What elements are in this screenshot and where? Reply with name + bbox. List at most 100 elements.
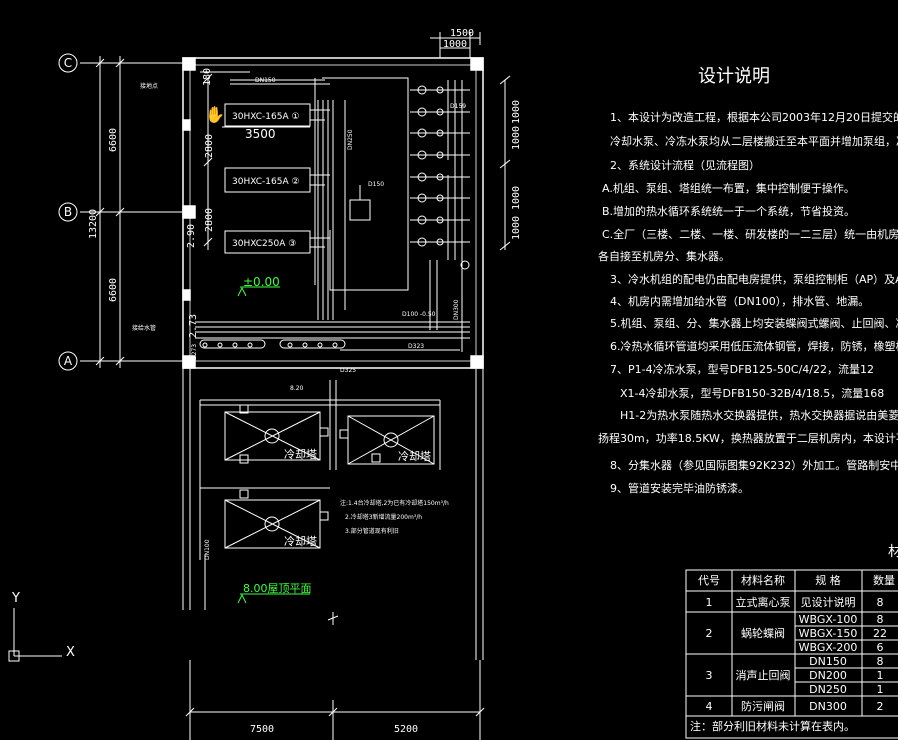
notes-lines: 1、本设计为改造工程，根据本公司2003年12月20日提交的讨论稿 冷却水泵、冷… xyxy=(598,110,898,495)
pipe-label-drain: 接地点 xyxy=(140,82,158,90)
dim-v1: 1000 xyxy=(511,100,522,124)
table-footnote: 注：部分利旧材料未计算在表内。 xyxy=(690,719,855,733)
dim-lower-bay: 6600 xyxy=(108,278,119,302)
pump-symbols xyxy=(202,85,470,348)
notes-line: 4、机房内需增加给水管（DN100），排水管、地漏。 xyxy=(610,294,869,308)
pipe-label-water: 接给水管 xyxy=(132,324,156,332)
table-cell-qty: 22 xyxy=(873,627,887,640)
materials-table-row: 1 立式离心泵 见设计说明 8 xyxy=(706,595,884,609)
materials-table-grid xyxy=(685,569,898,739)
table-cell-spec: DN200 xyxy=(809,669,847,682)
floor-level-marker xyxy=(237,286,247,297)
notes-title: 设计说明 xyxy=(698,66,770,87)
chiller-3-label: 30HXC250A ③ xyxy=(232,239,296,249)
pipe-label-dn300: DN300 xyxy=(453,299,460,320)
axis-label-c: C xyxy=(64,56,72,70)
pipe-label-dn100: DN100 xyxy=(204,539,211,560)
notes-line: H1-2为热水泵随热水交换器提供，热水交换器据说由美菱公司提供， xyxy=(620,408,898,422)
notes-line: C.全厂（三楼、二楼、一楼、研发楼的一二三层）统一由机房供应冷。热 xyxy=(602,227,898,241)
hand-cursor-icon: ✋ xyxy=(205,105,225,124)
pipe-label-820: 8.20 xyxy=(290,385,304,392)
roof-level-marker xyxy=(237,593,247,604)
table-header-cell: 规 格 xyxy=(815,573,841,587)
table-cell-name: 防污闸阀 xyxy=(741,699,785,713)
notes-line: 各自接至机房分、集水器。 xyxy=(598,249,730,263)
table-cell-code: 1 xyxy=(706,596,713,609)
right-dim-lines xyxy=(499,75,511,251)
dim-room-h2: 2800 xyxy=(204,208,215,232)
table-cell-spec: DN150 xyxy=(809,655,847,668)
notes-line: 1、本设计为改造工程，根据本公司2003年12月20日提交的讨论稿 xyxy=(610,110,898,124)
dim-total-height: 13200 xyxy=(88,209,99,239)
tower-3-label: 冷却塔 xyxy=(284,535,317,548)
pipe-label-d325: D325 xyxy=(340,367,356,374)
table-cell-qty: 2 xyxy=(877,700,884,713)
table-cell-qty: 8 xyxy=(877,613,884,626)
roof-note-1: 注:1.4台冷却塔,2为已有冷却塔150m³/h xyxy=(340,499,449,507)
pipe-label-d100: D100 -0.50 xyxy=(402,311,436,318)
top-dimensions xyxy=(430,32,481,58)
table-cell-code: 3 xyxy=(706,669,713,682)
notes-line: 9、管道安装完毕油防锈漆。 xyxy=(610,481,749,495)
dim-273: 2.73 xyxy=(188,314,199,338)
dim-bottom-7500: 7500 xyxy=(250,724,274,735)
roof-note-3: 3.部分管道现有利旧 xyxy=(345,527,399,535)
chiller-2-label: 30HXC-165A ② xyxy=(232,177,300,187)
materials-table-row: 4 防污闸阀 DN300 2 xyxy=(706,699,884,713)
dim-v4: 1000 xyxy=(511,216,522,240)
machine-room-walls xyxy=(182,57,484,369)
table-cell-qty: 1 xyxy=(877,683,884,696)
table-cell-spec: DN300 xyxy=(809,700,847,713)
axis-grid xyxy=(58,53,190,371)
table-cell-qty: 8 xyxy=(877,596,884,609)
notes-line: A.机组、泵组、塔组统一布置，集中控制便于操作。 xyxy=(602,181,855,195)
dim-room-width: 3500 xyxy=(245,127,276,141)
table-cell-name: 消声止回阀 xyxy=(736,668,791,682)
notes-line: 冷却水泵、冷冻水泵均从二层楼搬迁至本平面并增加泵组，冷却塔仍放在原位 xyxy=(610,134,898,148)
roof-outline xyxy=(182,368,484,660)
dim-180: 180 xyxy=(202,68,213,86)
pipe-label-d323: D323 xyxy=(408,343,424,350)
table-cell-spec: DN250 xyxy=(809,683,847,696)
table-header-cell: 数量 xyxy=(873,574,895,587)
notes-line: 2、系统设计流程（见流程图） xyxy=(610,158,760,172)
chiller-1-label: 30HXC-165A ① xyxy=(232,112,300,122)
notes-line: 8、分集水器（参见国际图集92K232）外加工。管路制安中所有 xyxy=(610,458,898,472)
chiller-units xyxy=(224,103,330,254)
table-cell-qty: 1 xyxy=(877,669,884,682)
notes-line: 扬程30m，功率18.5KW，换热器放置于二层机房内，本设计不含其施工 xyxy=(598,431,898,445)
pipe-label-dn150: DN150 xyxy=(255,77,276,84)
pipe-label-d273: D273 xyxy=(191,344,198,360)
table-cell-qty: 8 xyxy=(877,655,884,668)
pipe-label-d150: D150 xyxy=(368,181,384,188)
dim-v3: 1000 xyxy=(511,186,522,210)
axis-label-b: B xyxy=(64,205,72,219)
table-cell-spec: WBGX-150 xyxy=(799,627,858,640)
notes-line: B.增加的热水循环系统统一于一个系统，节省投资。 xyxy=(602,204,855,218)
table-cell-name: 蜗轮蝶阀 xyxy=(741,626,785,640)
materials-table-header: 代号 材料名称 规 格 数量 xyxy=(698,573,895,587)
table-cell-name: 立式离心泵 xyxy=(736,595,791,609)
ucs-y-label: Y xyxy=(11,591,20,606)
ucs-axis-icon xyxy=(8,608,62,662)
pipe-label-dn250: DN250 xyxy=(347,129,354,150)
materials-table-row: 2 蜗轮蝶阀 WBGX-100 WBGX-150 WBGX-200 8 22 6 xyxy=(706,613,888,654)
tower-1-label: 冷却塔 xyxy=(284,448,317,461)
axis-label-a: A xyxy=(64,354,73,368)
bottom-dimension-lines xyxy=(185,612,485,740)
dim-room-h1: 2800 xyxy=(204,134,215,158)
pipe-network xyxy=(195,77,470,352)
roof-level-label: 8.00屋顶平面 xyxy=(243,582,312,595)
table-header-cell: 材料名称 xyxy=(741,573,785,587)
dim-bottom-5200: 5200 xyxy=(394,724,418,735)
dim-290: 2.90 xyxy=(186,224,197,248)
table-cell-qty: 6 xyxy=(877,641,884,654)
table-cell-code: 4 xyxy=(706,700,713,713)
floor-level-label: ±0.00 xyxy=(243,275,280,289)
roof-note-2: 2.冷却塔3新增流量200m³/h xyxy=(345,513,422,521)
room-dim-lines xyxy=(200,71,310,250)
notes-line: 5.机组、泵组、分、集水器上均安装蝶阀式螺阀、止回阀、减震管，设 xyxy=(610,316,898,330)
notes-line: X1-4冷却水泵，型号DFB150-32B/4/18.5，流量168 xyxy=(620,386,884,400)
notes-line: 7、P1-4冷冻水泵，型号DFB125-50C/4/22，流量12 xyxy=(610,362,874,376)
